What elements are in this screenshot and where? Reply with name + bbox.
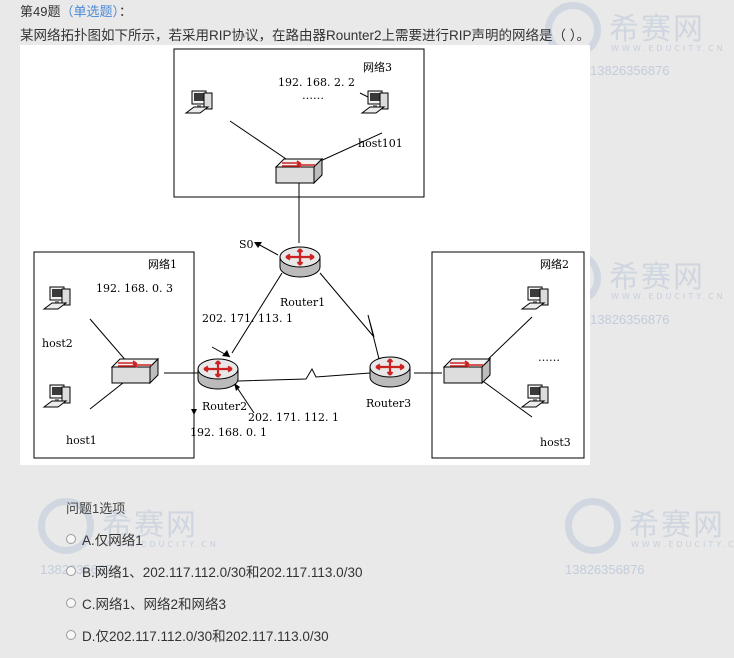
radio-icon[interactable] <box>66 630 76 640</box>
router3-label: Router3 <box>366 397 411 410</box>
switch-network1-icon <box>111 358 159 384</box>
watermark-phone: 13826356876 <box>40 562 120 577</box>
switch-network2-icon <box>443 358 491 384</box>
watermark-brand: 希赛网 <box>609 12 705 47</box>
pc-icon <box>185 90 213 114</box>
option-a-label: A.仅网络1 <box>82 533 143 548</box>
option-d-label: D.仅202.117.112.0/30和202.117.113.0/30 <box>82 629 329 644</box>
network2-box <box>431 251 585 459</box>
pc-host3-icon <box>521 384 549 408</box>
watermark-phone: 13826356876 <box>590 312 670 327</box>
question-number: 第49题 <box>20 4 61 19</box>
network3-ip: 192. 168. 2. 2 <box>278 76 355 89</box>
ip-202-171-112-1: 202. 171. 112. 1 <box>248 411 339 424</box>
watermark-phone: 13826356876 <box>565 562 645 577</box>
option-c-label: C.网络1、网络2和网络3 <box>82 597 227 612</box>
watermark-phone: 13826356876 <box>590 63 670 78</box>
pc-icon <box>521 286 549 310</box>
question-header: 第49题（单选题）： <box>20 1 132 20</box>
option-a[interactable]: A.仅网络1 <box>66 529 143 549</box>
pc-host1-icon <box>43 384 71 408</box>
pc-host2-icon <box>43 286 71 310</box>
network1-box <box>33 251 195 459</box>
network3-label: 网络3 <box>363 60 392 74</box>
ip-192-168-0-1: 192. 168. 0. 1 <box>190 426 267 439</box>
watermark-site: WWW.EDUCITY.CN <box>631 540 734 549</box>
host1-label: host1 <box>66 434 97 447</box>
host3-label: host3 <box>540 436 571 449</box>
watermark-logo-icon <box>565 498 621 554</box>
router1-icon <box>278 245 322 279</box>
watermark-brand: 希赛网 <box>609 260 705 295</box>
pc-host101-icon <box>361 90 389 114</box>
option-d[interactable]: D.仅202.117.112.0/30和202.117.113.0/30 <box>66 625 329 645</box>
option-c[interactable]: C.网络1、网络2和网络3 <box>66 593 226 613</box>
router2-label: Router2 <box>202 400 247 413</box>
option-b[interactable]: B.网络1、202.117.112.0/30和202.117.113.0/30 <box>66 561 362 581</box>
ip-202-171-113-1: 202. 171. 113. 1 <box>202 312 293 325</box>
network1-label: 网络1 <box>148 257 177 271</box>
network3-dots: …… <box>302 89 324 102</box>
watermark-site: WWW.EDUCITY.CN <box>611 44 726 53</box>
question-text: 某网络拓扑图如下所示，若采用RIP协议，在路由器Rounter2上需要进行RIP… <box>20 28 591 43</box>
host101-label: host101 <box>358 137 403 150</box>
network-topology-diagram: 网络3 192. 168. 2. 2 …… host101 S0 Router1… <box>20 45 590 465</box>
network2-dots: …… <box>538 351 560 364</box>
host2-label: host2 <box>42 337 73 350</box>
option-b-label: B.网络1、202.117.112.0/30和202.117.113.0/30 <box>82 565 363 580</box>
options-title: 问题1选项 <box>66 501 126 516</box>
network1-ip: 192. 168. 0. 3 <box>96 282 173 295</box>
question-colon: ： <box>118 4 132 19</box>
network2-label: 网络2 <box>540 257 569 271</box>
watermark-site: WWW.EDUCITY.CN <box>611 292 726 301</box>
switch-network3-icon <box>275 158 323 184</box>
radio-icon[interactable] <box>66 534 76 544</box>
router1-label: Router1 <box>280 296 325 309</box>
router3-icon <box>368 355 412 389</box>
radio-icon[interactable] <box>66 598 76 608</box>
s0-label: S0 <box>239 238 254 251</box>
radio-icon[interactable] <box>66 566 76 576</box>
watermark-brand: 希赛网 <box>629 508 725 543</box>
router2-icon <box>196 357 240 391</box>
question-type: （单选题） <box>60 4 119 19</box>
watermark-bottom-right: 希赛网 WWW.EDUCITY.CN <box>565 498 734 554</box>
